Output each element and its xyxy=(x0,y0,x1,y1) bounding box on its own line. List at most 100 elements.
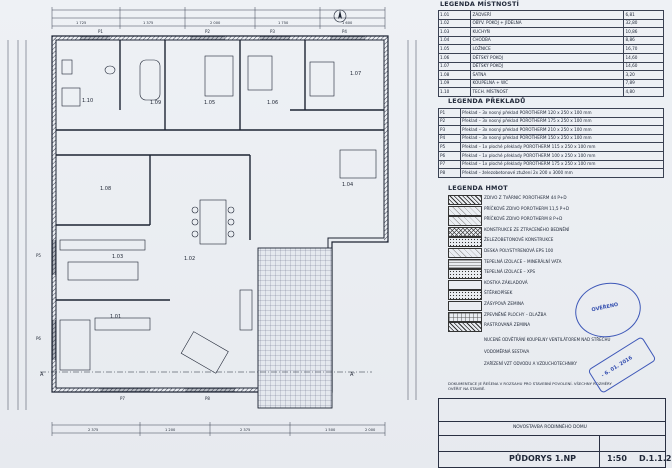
room-cell-no: 1.01 xyxy=(437,10,472,20)
room-label-1.08: 1.08 xyxy=(100,186,111,192)
lintel-cell-id: P4 xyxy=(438,133,461,144)
lintel-mark-p2: P2 xyxy=(205,29,210,34)
room-cell-name: ŠATNA xyxy=(470,70,625,80)
lintel-cell-id: P7 xyxy=(438,159,461,170)
exterior-walls xyxy=(51,35,389,393)
dim-bottom-1: 2 375 xyxy=(88,428,98,432)
material-swatch xyxy=(448,216,482,227)
lintel-cell-id: P8 xyxy=(438,168,461,178)
room-cell-no: 1.08 xyxy=(437,70,472,80)
room-cell-area: 7,89 xyxy=(623,78,664,89)
material-swatch xyxy=(448,258,482,269)
lintel-cell-desc: Překlad – 3x nosný překlad POROTHERM 210… xyxy=(460,125,664,135)
room-cell-area: 4,80 xyxy=(623,87,664,97)
stamp-text: OVĚŘENO xyxy=(591,301,619,314)
interior-walls xyxy=(56,40,384,301)
material-swatch xyxy=(448,248,482,258)
material-swatch xyxy=(448,301,482,311)
room-cell-area: 3,20 xyxy=(623,70,664,80)
room-label-1.04: 1.04 xyxy=(342,182,353,188)
material-swatch xyxy=(448,269,482,280)
room-cell-no: 1.02 xyxy=(437,18,472,29)
material-label: RASTROVANÁ ZEMINA xyxy=(484,322,531,328)
dim-bottom-4: 1 500 xyxy=(325,428,336,432)
lintel-cell-id: P1 xyxy=(438,108,461,118)
material-label: KOSTKA ZÁKLADOVÁ xyxy=(484,279,528,285)
room-label-1.02: 1.02 xyxy=(184,256,195,262)
material-swatch xyxy=(448,279,482,290)
furniture xyxy=(59,55,377,374)
material-label: PŘÍČKOVÉ ZDIVO POROTHERM 11,5 P+D xyxy=(484,205,570,211)
lintel-mark-p1: P1 xyxy=(98,29,103,34)
material-label: TEPELNÁ IZOLACE – XPS xyxy=(484,269,536,275)
room-cell-name: DĚTSKÝ POKOJ xyxy=(470,52,625,63)
lintel-mark-p5: P5 xyxy=(36,253,41,258)
dim-top-1: 1 725 xyxy=(76,21,86,25)
room-cell-no: 1.10 xyxy=(437,87,472,97)
room-label-1.10: 1.10 xyxy=(82,98,93,104)
material-label: ZPEVNĚNÉ PLOCHY – DLAŽBA xyxy=(484,311,547,317)
dimension-lines xyxy=(7,9,417,434)
room-cell-name: ZÁDVEŘÍ xyxy=(470,10,625,20)
floor-plan-drawing: 1.09 1.05 1.06 1.07 1.10 1.04 1.08 1.03 … xyxy=(7,7,417,436)
material-swatch xyxy=(448,195,482,205)
title-block: NOVOSTAVBA RODINNÉHO DOMU PŮDORYS 1.NP 1… xyxy=(438,398,671,468)
lintel-cell-desc: Překlad – 3x nosný překlad POROTHERM 175… xyxy=(460,116,664,127)
room-cell-no: 1.06 xyxy=(437,52,472,63)
note-item: VODOMĚRNÁ SESTAVA xyxy=(484,349,530,354)
dim-top-5: 1 600 xyxy=(342,21,353,25)
room-cell-no: 1.03 xyxy=(437,27,472,37)
material-swatch xyxy=(448,322,482,333)
material-swatch xyxy=(448,290,482,301)
material-label: ZÁSYPOVÁ ZEMINA xyxy=(484,301,524,306)
room-label-1.01: 1.01 xyxy=(110,314,121,320)
lintel-mark-p6: P6 xyxy=(36,336,41,341)
note-item: NUCENÉ ODVĚTRÁNÍ KOUPELNY VENTILÁTOREM N… xyxy=(484,337,611,342)
footer-note: DOKUMENTACE JE ŘEŠENA V ROZSAHU PRO STAV… xyxy=(448,381,612,391)
dim-bottom-3: 2 375 xyxy=(240,428,250,432)
section-mark-a: A xyxy=(40,372,44,378)
room-cell-no: 1.09 xyxy=(437,78,472,89)
drawing-scale: 1:50 xyxy=(607,454,627,463)
windows xyxy=(52,36,365,392)
material-legend-title: LEGENDA HMOT xyxy=(448,184,508,192)
stamp-date: - 6. 01. 2016 xyxy=(600,355,634,379)
lintel-cell-id: P5 xyxy=(438,142,461,152)
room-cell-area: 8,86 xyxy=(623,35,664,46)
lintel-cell-id: P2 xyxy=(438,116,461,127)
drawing-title: NOVOSTAVBA RODINNÉHO DOMU xyxy=(513,425,587,430)
room-cell-no: 1.04 xyxy=(437,35,472,46)
room-cell-area: 14,60 xyxy=(623,61,664,72)
room-legend-title: LEGENDA MÍSTNOSTÍ xyxy=(440,0,520,8)
room-label-1.09: 1.09 xyxy=(150,100,161,106)
north-arrow-icon xyxy=(333,9,347,23)
lintel-mark-p8: P8 xyxy=(205,396,210,401)
room-cell-no: 1.05 xyxy=(437,44,472,54)
room-cell-name: TECH. MÍSTNOST xyxy=(470,87,625,97)
lintel-cell-desc: Překlad – železobetonové ztužení 2x 200 … xyxy=(460,168,664,178)
material-label: ŠTĚRKOPÍSEK xyxy=(484,290,513,296)
material-label: ŽELEZOBETONOVÉ KONSTRUKCE xyxy=(484,237,554,243)
terrace xyxy=(257,247,333,409)
room-cell-name: KOUPELNA + WC xyxy=(470,78,625,89)
room-cell-area: 32,80 xyxy=(623,18,664,29)
room-label-1.03: 1.03 xyxy=(112,254,123,260)
lintel-cell-id: P3 xyxy=(438,125,461,135)
bathroom-fixtures xyxy=(61,59,161,107)
drawing-name: PŮDORYS 1.NP xyxy=(509,454,577,463)
room-cell-name: LOŽNICE xyxy=(470,44,625,54)
room-label-1.07: 1.07 xyxy=(350,71,361,77)
room-cell-area: 10,86 xyxy=(623,27,664,37)
